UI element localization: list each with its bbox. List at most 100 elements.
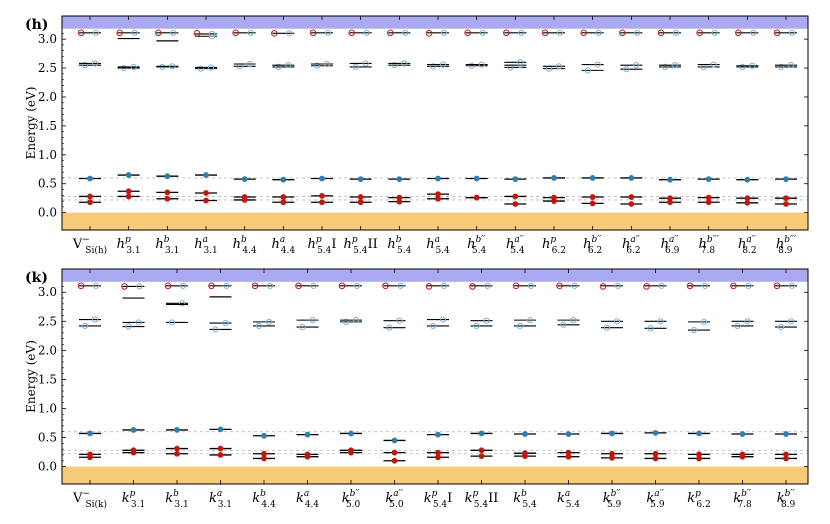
occupied-level-blue [522,431,528,437]
panel-label: (k) [25,270,48,286]
empty-level-blue [473,322,480,330]
empty-level-blue [247,29,254,36]
y-tick-label: 0.0 [38,460,57,474]
empty-level-blue [402,29,409,36]
occupied-level-blue [628,175,635,181]
occupied-level-red [217,452,224,458]
occupied-level-blue [667,176,673,183]
category-15: ha′′6.9 [657,16,681,256]
empty-level-blue [275,63,282,70]
occupied-level-red [357,199,364,206]
empty-level-blue [518,29,525,36]
empty-level-blue [309,317,316,324]
empty-level-blue [517,59,524,66]
category-16: kb′′8.9 [773,269,797,510]
empty-level-red [464,29,471,37]
empty-level-blue [353,282,361,289]
empty-level-red [387,29,394,37]
occupied-level-red [130,447,137,454]
category-0: V−Si(h) [72,16,107,256]
conduction-band [62,16,808,29]
empty-level-blue [352,63,359,70]
y-tick-label: 0.5 [38,431,57,445]
empty-level-blue [634,29,641,36]
panel-label: (h) [25,17,48,33]
empty-level-blue [739,63,746,70]
empty-level-blue [286,30,293,37]
empty-level-blue [527,282,535,289]
occupied-level-red [304,451,311,458]
empty-level-blue [81,322,89,330]
empty-level-blue [734,322,741,330]
empty-level-blue [310,282,317,289]
occupied-level-red [280,194,287,200]
empty-level-blue [91,316,99,323]
empty-level-blue [170,29,177,36]
x-tick-label: kb′′5.9 [603,489,622,510]
occupied-level-red [125,188,132,195]
occupied-level-blue [125,172,132,178]
empty-level-blue [255,322,263,330]
empty-level-blue [212,326,219,333]
empty-level-blue [168,319,176,326]
occupied-level-blue [217,426,224,433]
empty-level-blue [556,29,564,36]
occupied-level-red [478,453,485,460]
empty-level-blue [397,282,404,289]
empty-level-blue [439,61,447,68]
x-tick-label: hb′′5.4 [467,235,486,256]
occupied-level-blue [261,432,267,439]
occupied-level-blue [551,175,557,181]
empty-level-red [309,29,317,37]
empty-level-blue [671,62,679,69]
occupied-level-blue [696,430,702,437]
empty-level-red [251,282,259,290]
occupied-level-blue [357,176,364,183]
empty-level-blue [788,282,796,289]
occupied-level-blue [203,172,209,178]
empty-level-blue [777,324,785,331]
empty-level-blue [647,325,654,332]
occupied-level-red [125,193,132,200]
empty-level-blue [285,62,292,69]
category-14: ha′′6.2 [619,16,643,256]
occupied-level-red [628,201,635,207]
empty-level-blue [125,323,132,330]
occupied-level-blue [319,175,325,182]
occupied-level-red [512,193,519,200]
empty-level-blue [440,29,448,36]
occupied-level-red [478,447,485,454]
y-axis-label: Energy (eV) [24,87,38,160]
x-tick-label: ha′′6.2 [622,235,641,256]
empty-level-blue [169,63,176,70]
empty-level-blue [178,300,186,307]
empty-level-red [77,29,85,37]
y-tick-label: 1.0 [38,401,57,415]
occupied-level-red [609,450,615,457]
category-0: V−Si(k) [72,269,107,510]
empty-level-blue [623,66,630,73]
x-tick-label: V−Si(h) [72,235,107,256]
occupied-level-red [565,449,572,456]
x-tick-label: ha′′6.9 [661,235,680,256]
empty-level-blue [749,62,756,69]
empty-level-blue [478,61,485,68]
occupied-level-red [348,447,354,454]
occupied-level-blue [174,427,180,433]
empty-level-red [121,283,128,290]
y-tick-label: 1.5 [38,372,57,386]
empty-level-blue [526,317,534,324]
occupied-level-red [164,189,171,196]
y-tick-label: 2.5 [38,314,57,328]
